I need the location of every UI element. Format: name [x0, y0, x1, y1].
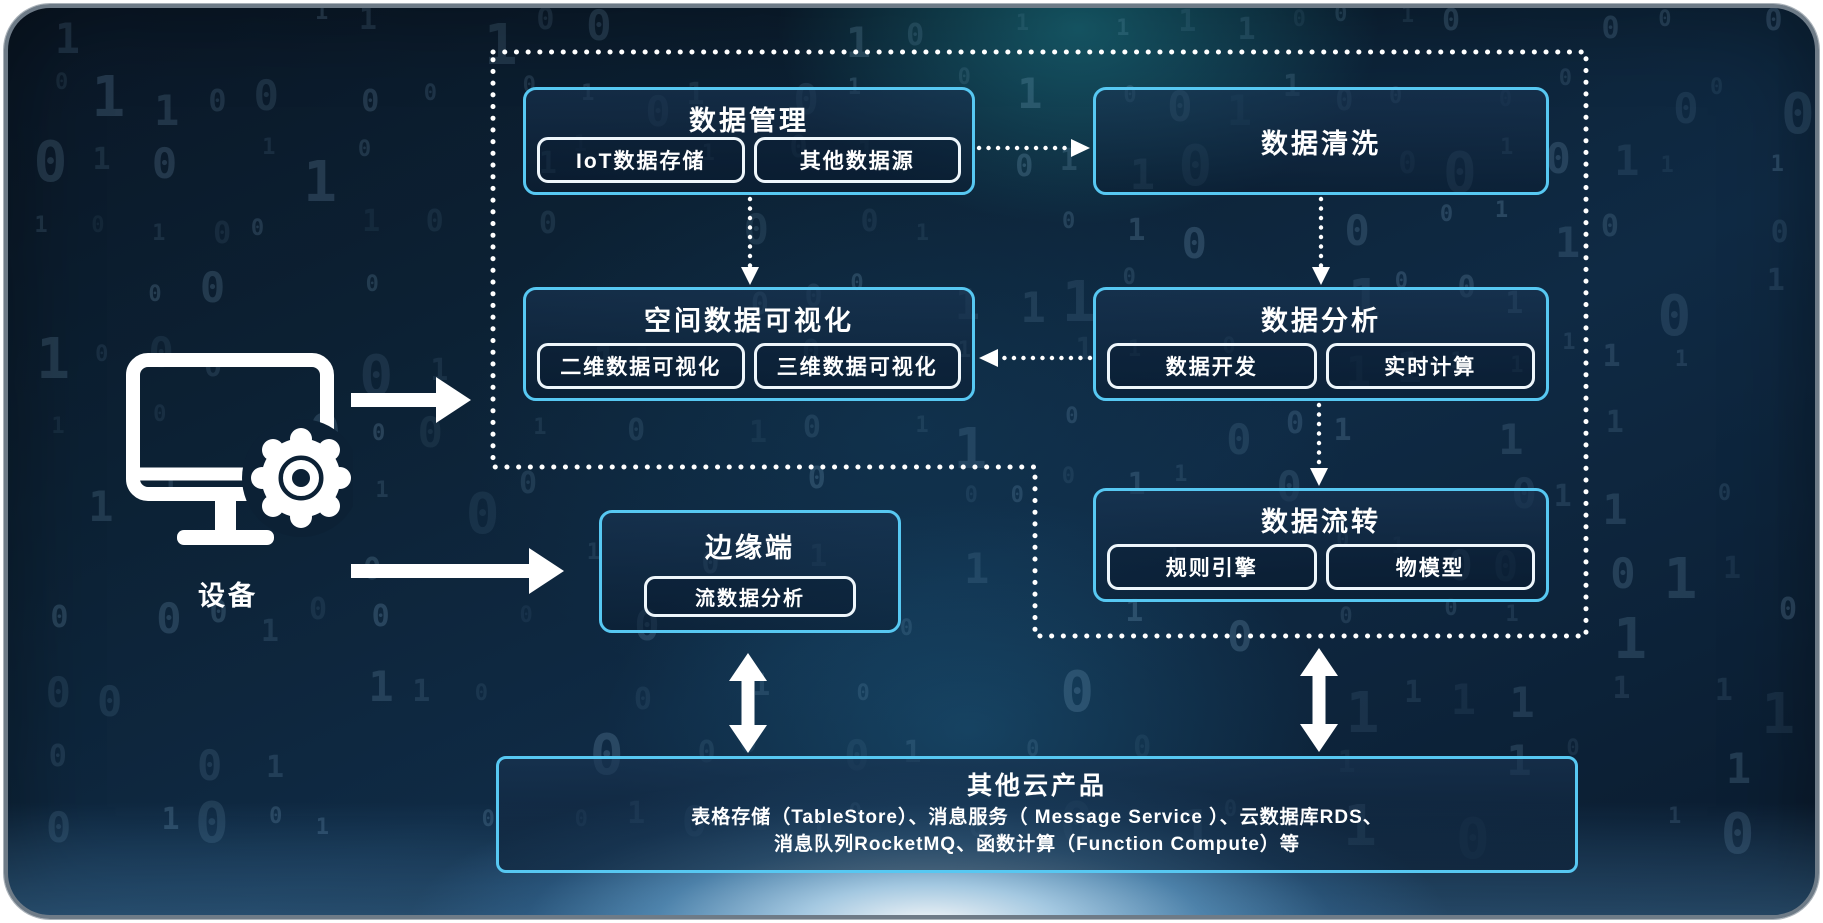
data-management-title: 数据管理: [689, 106, 809, 136]
edge-chips: 流数据分析: [613, 576, 887, 617]
data-analysis-chips: 数据开发 实时计算: [1107, 343, 1535, 389]
dotted-arrow-management-to-cleaning: [976, 139, 1090, 157]
chip-rule-engine: 规则引擎: [1107, 544, 1317, 590]
chip-other-data-source: 其他数据源: [753, 137, 961, 183]
cloud-products-line-1: 表格存储（TableStore）、消息服务（ Message Service ）…: [691, 807, 1383, 828]
spatial-visualization-chips: 二维数据可视化 三维数据可视化: [537, 343, 961, 389]
dotted-arrow-cleaning-to-analysis: [1312, 196, 1330, 285]
node-data-management: 数据管理 IoT数据存储 其他数据源: [523, 87, 975, 195]
dotted-arrow-analysis-to-flow: [1310, 402, 1328, 486]
arrow-device-to-platform: [351, 377, 471, 423]
chip-iot-data-storage: IoT数据存储: [537, 137, 745, 183]
gear-icon: [242, 419, 353, 537]
node-spatial-visualization: 空间数据可视化 二维数据可视化 三维数据可视化: [523, 287, 975, 401]
device-label: 设备: [198, 581, 258, 611]
edge-title: 边缘端: [705, 533, 795, 563]
chip-2d-visualization: 二维数据可视化: [537, 343, 745, 389]
dotted-arrow-analysis-to-visualization: [979, 349, 1093, 367]
node-cloud-products: 其他云产品 表格存储（TableStore）、消息服务（ Message Ser…: [496, 756, 1578, 873]
data-flow-title: 数据流转: [1261, 507, 1381, 537]
double-arrow-edge-cloud: [729, 653, 767, 753]
chip-data-development: 数据开发: [1107, 343, 1317, 389]
data-flow-chips: 规则引擎 物模型: [1107, 544, 1535, 590]
dotted-arrow-management-to-visualization: [741, 196, 759, 285]
spatial-visualization-title: 空间数据可视化: [644, 306, 854, 336]
chip-3d-visualization: 三维数据可视化: [753, 343, 961, 389]
double-arrow-flow-cloud: [1300, 648, 1338, 752]
cloud-products-description: 表格存储（TableStore）、消息服务（ Message Service ）…: [499, 804, 1575, 858]
connectors-layer: [351, 49, 1589, 753]
chip-realtime-compute: 实时计算: [1325, 343, 1535, 389]
cloud-products-line-2: 消息队列RocketMQ、函数计算（Function Compute）等: [774, 834, 1300, 855]
node-data-analysis: 数据分析 数据开发 实时计算: [1093, 287, 1549, 401]
chip-thing-model: 物模型: [1325, 544, 1535, 590]
data-analysis-title: 数据分析: [1261, 306, 1381, 336]
cloud-products-title: 其他云产品: [966, 772, 1107, 800]
device-icon: [126, 353, 353, 545]
node-edge: 边缘端 流数据分析: [599, 510, 901, 633]
node-data-cleaning: 数据清洗: [1093, 87, 1549, 195]
data-management-chips: IoT数据存储 其他数据源: [537, 137, 961, 183]
data-cleaning-title: 数据清洗: [1261, 128, 1381, 159]
chip-stream-data-analysis: 流数据分析: [644, 576, 856, 617]
dashed-boundary: [490, 49, 1589, 639]
arrow-device-to-edge: [351, 548, 564, 594]
node-data-flow: 数据流转 规则引擎 物模型: [1093, 488, 1549, 602]
